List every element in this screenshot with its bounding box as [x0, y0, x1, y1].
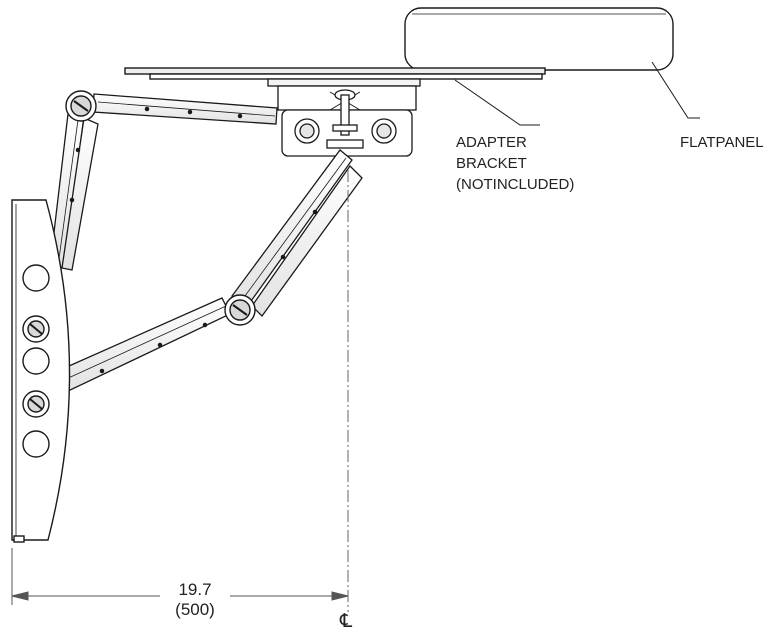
dimension-label: 19.7 (500): [160, 580, 230, 620]
elbow-pivot-joint: [224, 294, 256, 326]
flat-panel-label: FLATPANEL: [680, 134, 764, 151]
adapter-bracket: [267, 78, 421, 157]
adapter-bracket-line-3: (NOTINCLUDED): [456, 176, 575, 193]
dimension-inches: 19.7: [178, 580, 212, 599]
upper-pivot-joint: [65, 90, 97, 122]
dimension-mm: (500): [175, 600, 215, 619]
adapter-bracket-line-1: ADAPTER: [456, 134, 527, 151]
adapter-bracket-line-2: BRACKET: [456, 155, 527, 172]
rising-arm: [231, 149, 363, 317]
leader-lines: [454, 61, 700, 126]
lower-arm: [59, 297, 231, 393]
left-arm: [49, 113, 99, 271]
adapter-bracket-label: ADAPTER BRACKET (NOTINCLUDED): [456, 132, 574, 195]
upper-arm: [92, 93, 278, 125]
wall-plate: [11, 199, 71, 543]
dimension-line: [11, 548, 349, 605]
flat-panel: [124, 7, 674, 80]
centerline-symbol: ℄: [340, 610, 353, 632]
